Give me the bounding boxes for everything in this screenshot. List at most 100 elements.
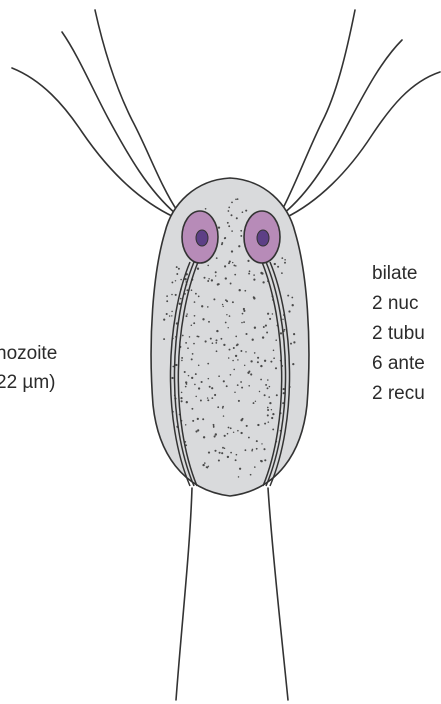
cytoplasm-dot [219, 452, 221, 454]
cytoplasm-dot [284, 262, 286, 264]
cytoplasm-dot [273, 350, 275, 352]
feature-anterior-flagella: 6 ante [372, 352, 425, 376]
cytoplasm-dot [171, 281, 173, 283]
cytoplasm-dot [243, 321, 245, 323]
cytoplasm-dot [171, 377, 173, 379]
cytoplasm-dot [176, 266, 178, 268]
cytoplasm-dot [193, 343, 195, 345]
cytoplasm-dot [181, 357, 183, 359]
cytoplasm-dot [292, 304, 294, 306]
cytoplasm-dot [205, 340, 207, 342]
cytoplasm-dot [281, 272, 283, 274]
cytoplasm-dot [268, 396, 270, 398]
cytoplasm-dot [163, 338, 165, 340]
cytoplasm-dot [224, 265, 226, 267]
cytoplasm-dot [267, 407, 269, 409]
cytoplasm-dot [216, 257, 218, 259]
cytoplasm-dot [203, 436, 205, 438]
cytoplasm-dot [252, 339, 254, 341]
cytoplasm-dot [180, 279, 182, 281]
cytoplasm-dot [207, 399, 209, 401]
cytoplasm-dot [186, 313, 187, 314]
cytoplasm-dot [264, 423, 266, 425]
cytoplasm-dot [186, 383, 188, 385]
cytoplasm-dot [244, 449, 246, 451]
cytoplasm-dot [293, 333, 295, 335]
cytoplasm-dot [272, 413, 274, 415]
cytoplasm-dot [163, 319, 165, 321]
cytoplasm-dot [180, 397, 182, 399]
cytoplasm-dot [207, 280, 209, 282]
feature-nuclei: 2 nuc [372, 292, 425, 316]
cytoplasm-dot [240, 381, 242, 383]
cytoplasm-dot [213, 424, 215, 426]
cytoplasm-dot [221, 243, 223, 245]
cytoplasm-dot [242, 211, 244, 213]
cytoplasm-dot [281, 257, 283, 259]
cytoplasm-dot [253, 274, 255, 276]
cytoplasm-dot [293, 341, 295, 343]
cytoplasm-dot [186, 315, 188, 317]
feature-tubular: 2 tubu [372, 322, 425, 346]
cytoplasm-dot [228, 225, 230, 227]
cytoplasm-dot [197, 429, 199, 431]
cytoplasm-dot [186, 401, 188, 403]
cytoplasm-dot [212, 342, 214, 344]
cytoplasm-dot [267, 409, 269, 411]
cytoplasm-dot [274, 263, 276, 265]
cytoplasm-dot [202, 464, 204, 466]
cytoplasm-dot [218, 459, 220, 461]
cytoplasm-dot [275, 367, 277, 369]
cytoplasm-dot [232, 301, 234, 303]
cytoplasm-dot [266, 332, 268, 334]
cytoplasm-dot [227, 433, 229, 435]
cytoplasm-dot [206, 466, 208, 468]
cytoplasm-dot [250, 360, 252, 362]
cytoplasm-dot [233, 369, 235, 371]
label-size: 22 µm) [0, 371, 56, 395]
cytoplasm-dot [243, 308, 245, 310]
cytoplasm-dot [273, 357, 275, 359]
cytoplasm-dot [228, 210, 230, 212]
cytoplasm-dot [243, 310, 245, 312]
cytoplasm-dot [263, 448, 265, 450]
cytoplasm-dot [197, 268, 199, 270]
cytoplasm-dot [180, 298, 182, 300]
cytoplasm-dot [245, 333, 247, 335]
cytoplasm-dot [231, 230, 233, 232]
flagellum-left-2 [62, 32, 176, 214]
cytoplasm-dot [237, 359, 239, 361]
cytoplasm-dot [215, 275, 216, 276]
cytoplasm-dot [253, 279, 255, 281]
cytoplasm-dot [223, 380, 225, 382]
cytoplasm-dot [197, 418, 199, 420]
cytoplasm-dot [218, 283, 220, 285]
cytoplasm-dot [234, 274, 236, 276]
cytoplasm-dot [282, 319, 283, 320]
cytoplasm-dot [254, 466, 256, 468]
cytoplasm-dot [181, 392, 183, 394]
cytoplasm-dot [275, 339, 277, 341]
cytoplasm-dot [222, 407, 224, 409]
cytoplasm-dot [240, 432, 242, 434]
cytoplasm-dot [284, 329, 286, 331]
cytoplasm-dot [276, 394, 278, 396]
cytoplasm-dot [244, 365, 245, 366]
cytoplasm-dot [192, 353, 194, 355]
cytoplasm-dot [208, 321, 210, 323]
cytoplasm-dot [226, 314, 227, 315]
feature-bilateral: bilate [372, 262, 425, 286]
cytoplasm-dot [195, 373, 197, 375]
cytoplasm-dot [215, 342, 217, 344]
cytoplasm-dot [265, 325, 267, 327]
cytoplasm-dot [181, 360, 183, 362]
cytoplasm-dot [215, 433, 217, 435]
cytoplasm-dot [228, 357, 230, 359]
cytoplasm-dot [191, 358, 193, 360]
cytoplasm-dot [223, 344, 225, 346]
cytoplasm-dot [224, 447, 226, 449]
cytoplasm-dot [225, 277, 227, 279]
cytoplasm-dot [250, 474, 252, 476]
cytoplasm-dot [257, 424, 259, 426]
feature-list: bilate 2 nuc 2 tubu 6 ante 2 recu [372, 262, 425, 412]
